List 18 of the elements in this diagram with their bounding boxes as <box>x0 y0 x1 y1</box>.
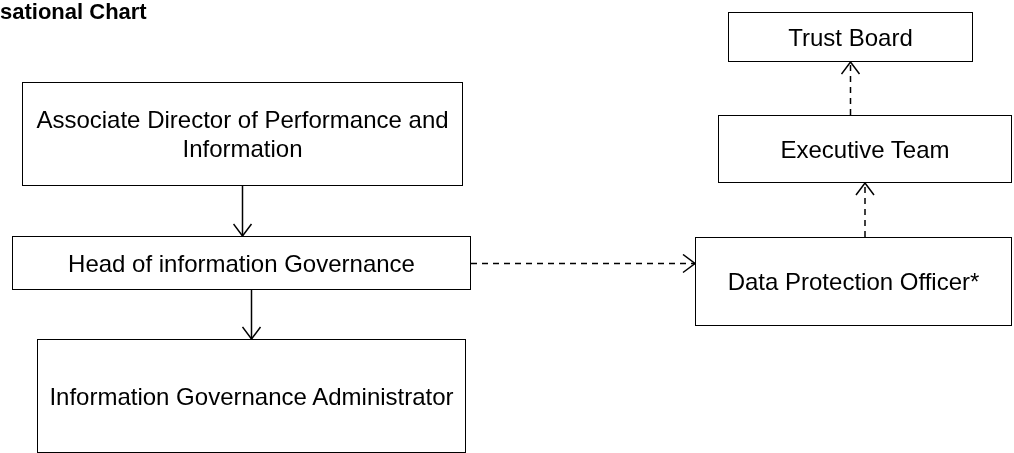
role-label: Executive Team <box>780 134 950 164</box>
connector-arrow <box>241 289 262 340</box>
role-box <box>22 82 463 186</box>
role-label: Information Governance Administrator <box>49 381 454 411</box>
role-box <box>728 12 973 62</box>
connector-arrow <box>232 185 253 237</box>
connector-arrow <box>855 182 875 238</box>
connector-arrow <box>470 253 696 274</box>
role-label: Head of information Governance <box>68 248 415 278</box>
role-box <box>718 115 1012 183</box>
connector-arrow <box>840 61 861 116</box>
role-box <box>37 339 466 453</box>
role-label: Data Protection Officer* <box>727 267 980 296</box>
role-label: Associate Director of Performance and Information <box>35 105 450 163</box>
role-label: Trust Board <box>788 22 913 52</box>
role-box <box>695 237 1012 326</box>
chart-title: sational Chart <box>0 0 147 24</box>
role-box <box>12 236 471 290</box>
